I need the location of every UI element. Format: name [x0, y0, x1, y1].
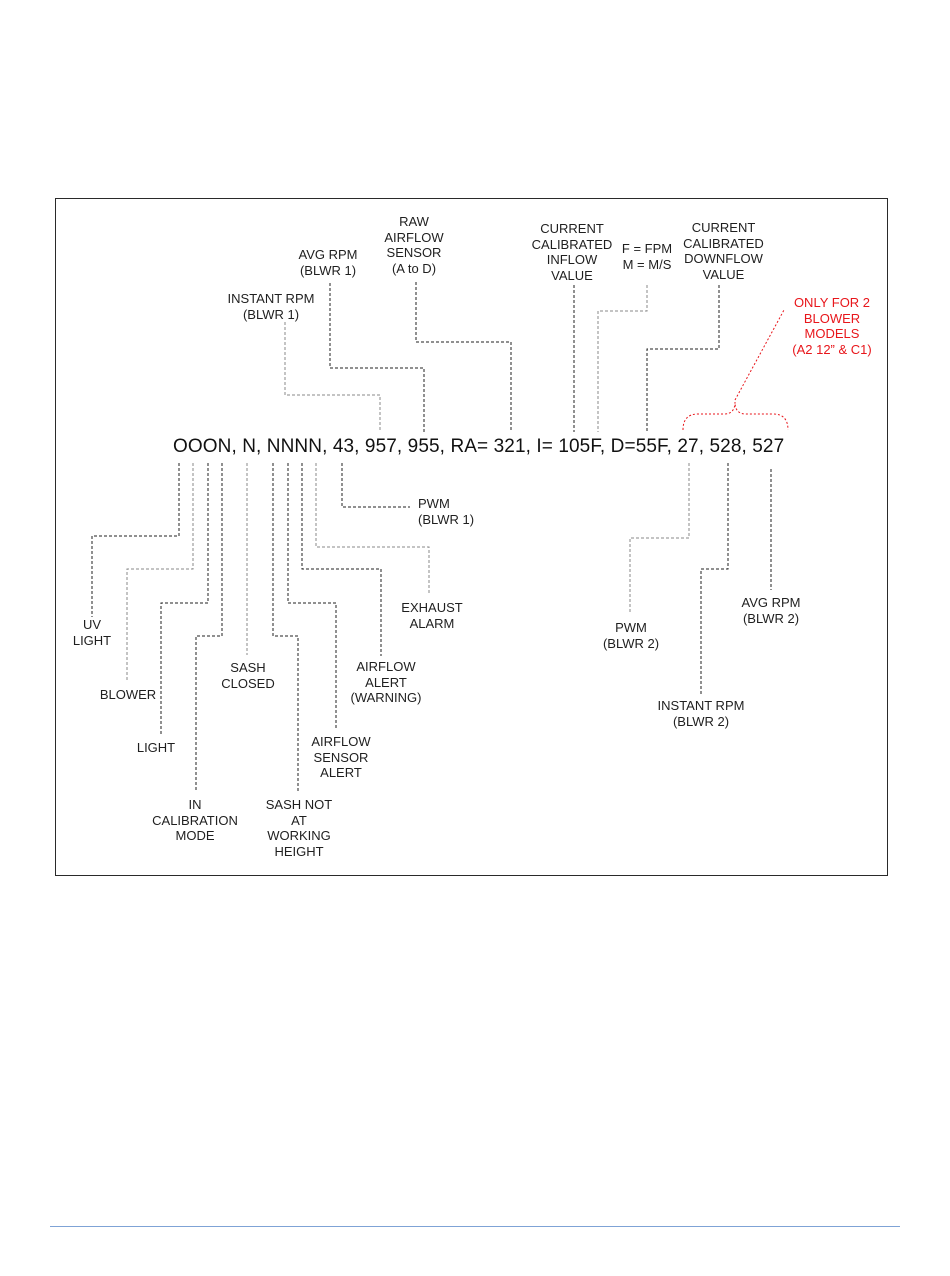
- label-two-blower-note: ONLY FOR 2 BLOWER MODELS (A2 12” & C1): [792, 295, 872, 357]
- label-current-inflow: CURRENT CALIBRATED INFLOW VALUE: [531, 221, 613, 283]
- label-sash-closed: SASH CLOSED: [221, 660, 275, 691]
- label-airflow-alert-warning: AIRFLOW ALERT (WARNING): [350, 659, 422, 705]
- label-light: LIGHT: [136, 740, 176, 755]
- connector-avg-rpm-blwr1: [329, 283, 425, 432]
- label-avg-rpm-blwr2: AVG RPM (BLWR 2): [741, 595, 801, 626]
- label-blower: BLOWER: [99, 687, 157, 702]
- connector-sash-not-working: [272, 463, 299, 792]
- connector-exhaust: [315, 463, 430, 594]
- label-instant-rpm-blwr1: INSTANT RPM (BLWR 1): [227, 291, 315, 322]
- connector-light: [160, 463, 209, 736]
- connector-downflow: [646, 285, 720, 432]
- label-airflow-sensor-alert: AIRFLOW SENSOR ALERT: [311, 734, 371, 780]
- label-sash-not-at-working-height: SASH NOT AT WORKING HEIGHT: [265, 797, 333, 859]
- label-exhaust-alarm: EXHAUST ALARM: [401, 600, 463, 631]
- label-uv-light: UV LIGHT: [72, 617, 112, 648]
- label-units: F = FPM M = M/S: [621, 241, 673, 272]
- two-blower-leader: [734, 309, 785, 401]
- label-pwm-blwr1: PWM (BLWR 1): [418, 496, 475, 527]
- label-in-calibration-mode: IN CALIBRATION MODE: [152, 797, 238, 843]
- connector-airflow-sensor: [287, 463, 337, 730]
- label-avg-rpm-blwr1: AVG RPM (BLWR 1): [298, 247, 358, 278]
- connector-raw-airflow: [415, 282, 512, 432]
- diagram-frame: [55, 198, 888, 876]
- label-current-downflow: CURRENT CALIBRATED DOWNFLOW VALUE: [683, 220, 764, 282]
- connector-pwm-blwr1: [341, 463, 410, 508]
- label-raw-airflow-sensor: RAW AIRFLOW SENSOR (A to D): [384, 214, 444, 276]
- two-blower-brace: [682, 401, 789, 431]
- connector-blower: [126, 463, 194, 680]
- connector-calibration: [195, 463, 223, 792]
- connector-units: [597, 285, 648, 432]
- connector-instant-rpm-blwr2: [700, 463, 729, 694]
- footer-rule: [50, 1226, 900, 1227]
- connector-pwm-blwr2: [629, 463, 690, 612]
- label-instant-rpm-blwr2: INSTANT RPM (BLWR 2): [657, 698, 745, 729]
- connector-uv-light: [91, 463, 180, 617]
- status-data-string: OOON, N, NNNN, 43, 957, 955, RA= 321, I=…: [173, 436, 785, 457]
- connector-instant-rpm-blwr1: [284, 322, 381, 432]
- connector-airflow-alert: [301, 463, 382, 656]
- label-pwm-blwr2: PWM (BLWR 2): [602, 620, 660, 651]
